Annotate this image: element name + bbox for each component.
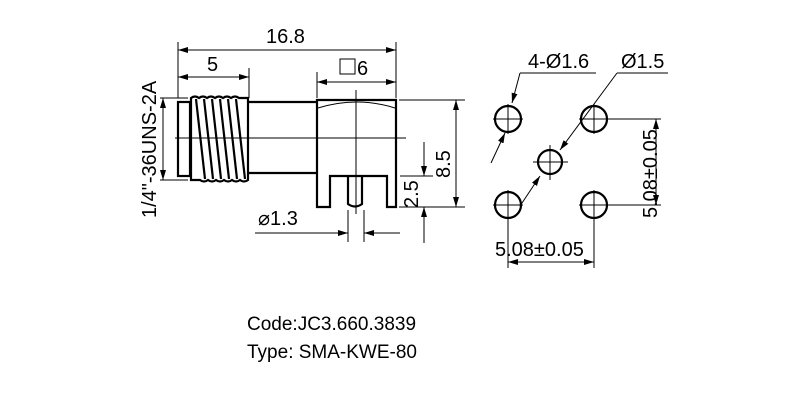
center-hole-label: Ø1.5 [621,51,664,73]
front-shoulder [176,100,192,178]
dim-body-square: 6 [357,58,368,80]
thread-section [189,95,250,183]
vertical-pitch-label: 5.08±0.05 [640,129,662,218]
side-view: 16.8 5 6 1/4"-36UNS-2A 8.5 2.5 ⌀1.3 [139,26,465,243]
square-symbol-icon [339,58,356,75]
outer-holes-label: 4-Ø1.6 [528,51,589,73]
hole-top-left [493,104,523,134]
dim-leg-height: 2.5 [401,180,423,208]
part-code: Code:JC3.660.3839 [247,314,417,335]
horizontal-pitch-label: 5.08±0.05 [495,239,584,261]
hole-top-right [579,104,609,134]
dim-pin-diameter: ⌀1.3 [258,208,298,230]
connector-body [315,98,398,209]
dim-overall-length: 16.8 [266,26,305,48]
hole-bottom-right [579,190,609,268]
part-type: Type: SMA-KWE-80 [247,342,417,363]
pcb-footprint: 4-Ø1.6 Ø1.5 5.08±0.05 5.08±0.05 [490,51,668,268]
dim-height: 8.5 [433,150,455,178]
hole-center [533,145,568,180]
diameter-symbol-icon: ⌀ [258,208,270,230]
thread-spec-label: 1/4"-36UNS-2A [139,80,161,218]
dim-thread-length: 5 [207,54,218,76]
